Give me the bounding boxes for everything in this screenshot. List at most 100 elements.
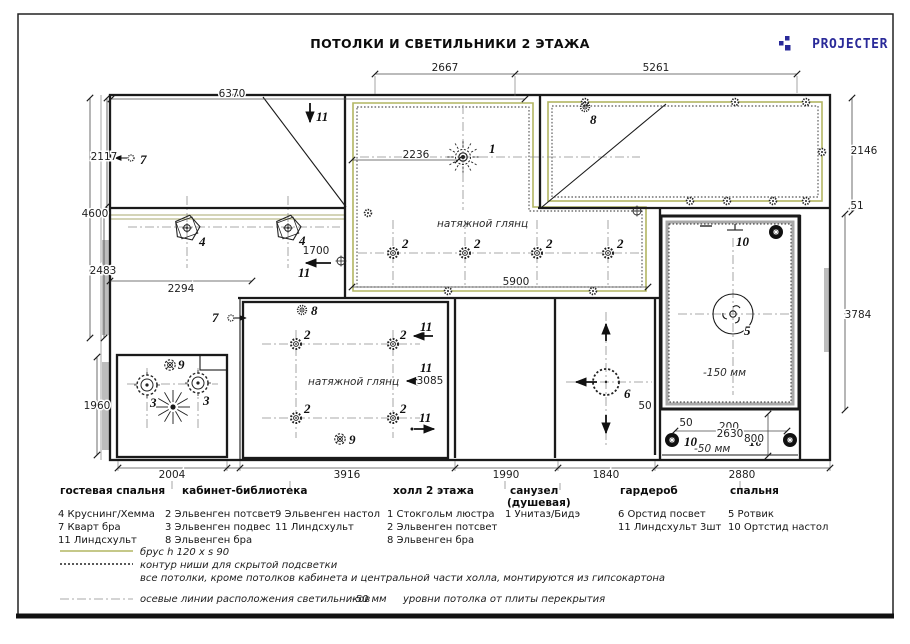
legend-item: 8 Эльвенген бра: [165, 535, 252, 546]
fixture-label: 11: [316, 109, 328, 124]
dim-label: 1840: [593, 469, 620, 481]
perimeter-spot-icon: [363, 208, 373, 218]
dim-label: 2483: [90, 265, 117, 277]
perimeter-spot-icon: [443, 286, 453, 296]
legend-item: 9 Эльвенген настол: [275, 509, 380, 520]
spotlight-icon: [387, 412, 399, 424]
fixtures: [114, 97, 827, 448]
fixture-label: 2: [303, 327, 311, 342]
dim-label: 50: [638, 400, 651, 412]
legend-item: 2 Эльвенген потсвет: [387, 522, 498, 533]
fixture-label: 7: [140, 152, 147, 167]
wardrobe-light-icon: [592, 368, 620, 396]
note-level-text: уровни потолка от плиты перекрытия: [402, 594, 605, 605]
fixture-label: 5: [744, 323, 751, 338]
legend-item: 11 Линдсхульт: [275, 522, 354, 533]
room-labels: гостевая спальня кабинет-библиотека холл…: [60, 481, 779, 509]
spotlight-icon: [387, 338, 399, 350]
dim-label: 2004: [159, 469, 186, 481]
legend-item: 5 Ротвик: [728, 509, 774, 520]
sheet-border: [16, 13, 894, 619]
fixture-label: 9: [349, 432, 356, 447]
fixture-label: 7: [212, 310, 219, 325]
dim-label: 6370: [219, 88, 246, 100]
notes: брус h 120 x s 90 контур ниши для скрыто…: [60, 546, 665, 605]
legend-item: 10 Ортстид настол: [728, 522, 828, 533]
perimeter-spot-icon: [722, 196, 732, 206]
legend-item: 11 Линдсхульт: [58, 535, 137, 546]
perimeter-spot-icon: [801, 97, 811, 107]
legend: 4 Круснинг/Хемма 7 Кварт бра 11 Линдсхул…: [58, 509, 828, 546]
fixture-label: 11: [298, 265, 310, 280]
niche-ceiling-level: -50 мм: [694, 443, 730, 455]
fixture-label: 2: [399, 327, 407, 342]
chandelier-icon: [445, 139, 481, 175]
perimeter-spot-icon: [801, 196, 811, 206]
wall-sconce-right-icon: [227, 314, 247, 322]
spotlight-icon: [387, 247, 399, 259]
room-label-cabinet: кабинет-библиотека: [182, 485, 307, 497]
fixture-label: 9: [178, 357, 185, 372]
note-axes: осевые линии расположения светильников: [140, 594, 370, 605]
dim-label: 2880: [729, 469, 756, 481]
dimensions: 2667 5261 6370 2117 4600 2483 1960 2294 …: [80, 61, 879, 483]
dim-ticks: [86, 70, 856, 472]
fixture-label: 11: [420, 319, 432, 334]
perimeter-spot-icon: [588, 286, 598, 296]
dim-label: 5261: [643, 62, 670, 74]
dim-label: 2146: [851, 145, 878, 157]
spotlight-icon: [290, 412, 302, 424]
spotlight-icon: [531, 247, 543, 259]
dim-label: 2117: [91, 151, 118, 163]
table-lamp-filled-icon: [782, 432, 798, 448]
legend-item: 2 Эльвенген потсвет: [165, 509, 276, 520]
dim-label: 50: [679, 417, 692, 429]
fixture-label: 8: [590, 112, 597, 127]
starburst-lamp-icon: [155, 389, 191, 425]
note-niche: контур ниши для скрытой подсветки: [140, 560, 338, 571]
spotlight-icon: [602, 247, 614, 259]
projecter-logo: PROJECTER: [779, 36, 888, 52]
dim-label: 2236: [403, 149, 430, 161]
dim-label: 2294: [168, 283, 195, 295]
bedroom-ceiling-level: -150 мм: [703, 367, 746, 379]
table-lamp-filled-icon: [664, 432, 680, 448]
dim-label: 1990: [493, 469, 520, 481]
dim-label: 200: [719, 421, 739, 433]
note-beam: брус h 120 x s 90: [140, 546, 229, 558]
dim-label: 5900: [503, 276, 530, 288]
fixture-label: 2: [303, 401, 311, 416]
logo-icon: [779, 36, 791, 51]
table-lamp-icon: [334, 433, 346, 445]
plan-annotations: натяжной глянц натяжной глянц -150 мм -5…: [308, 218, 746, 455]
dim-label: 3916: [334, 469, 361, 481]
perimeter-spot-icon: [817, 147, 827, 157]
ceiling-fan-icon: [712, 293, 754, 335]
fixture-label: 3: [149, 395, 157, 410]
dim-label: 2667: [432, 62, 459, 74]
direction-arrows: [304, 103, 611, 435]
fixture-label: 11: [419, 410, 431, 425]
fixture-label: 10: [749, 434, 763, 449]
fixture-labels: 1 2 2 2 2 2 2 2 2 3 3 4 4 5 6 7 7 8 8 9 …: [139, 108, 764, 451]
walls: [100, 93, 832, 462]
page-title: ПОТОЛКИ И СВЕТИЛЬНИКИ 2 ЭТАЖА: [310, 36, 590, 51]
dim-label: 2630: [717, 428, 744, 440]
perimeter-spot-icon: [580, 97, 590, 107]
perimeter-spot-icon: [730, 97, 740, 107]
dim-label: 3784: [845, 309, 872, 321]
fixture-label: 2: [399, 401, 407, 416]
fixture-label: 6: [624, 386, 631, 401]
legend-item: 6 Орстид посвет: [618, 509, 706, 520]
legend-item: 7 Кварт бра: [58, 522, 121, 533]
note-gypsum: все потолки, кроме потолков кабинета и ц…: [140, 572, 665, 584]
table-lamp-icon: [164, 359, 176, 371]
dim-label: 51: [850, 200, 863, 212]
note-level-value: -50 мм: [352, 594, 387, 605]
logo-text: PROJECTER: [812, 37, 888, 52]
fixture-label: 1: [489, 141, 496, 156]
room-label-san: санузел: [510, 485, 558, 497]
legend-item: 4 Круснинг/Хемма: [58, 509, 155, 520]
table-lamp-filled-icon: [768, 224, 784, 240]
